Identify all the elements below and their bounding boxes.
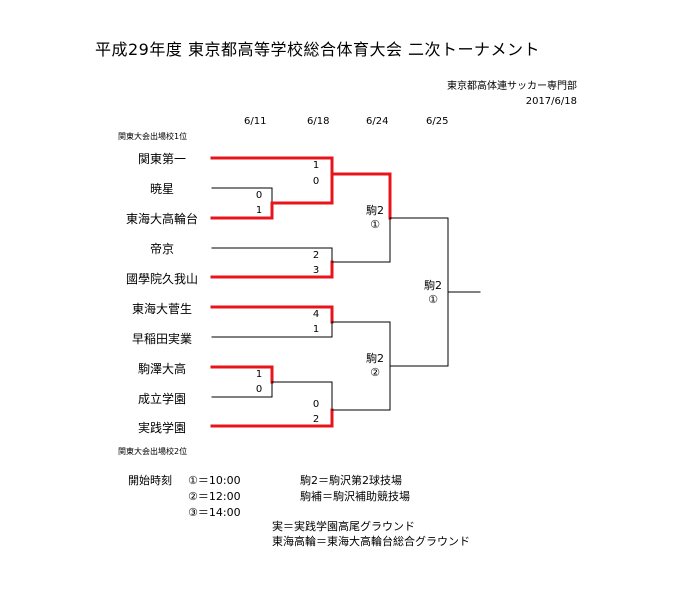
line-sf1-bottom (331, 217, 391, 263)
organizer-label: 東京都高体連サッカー専門部 (447, 81, 577, 92)
venue-slot: ① (428, 293, 438, 306)
team-name: 関東第一 (137, 152, 186, 166)
score: 1 (312, 324, 320, 335)
line-kokugakuin-kugayama (210, 260, 334, 279)
venue-semi-top: 駒2 ① (360, 204, 390, 232)
score: 1 (255, 205, 263, 216)
date-label: 2017/6/18 (525, 96, 577, 107)
line-kanto-daiichi (210, 156, 334, 176)
abbr-legend: 東海高輪＝東海大高輪台総合グラウンド (272, 535, 470, 548)
start-time: ③＝14:00 (188, 506, 241, 519)
line-sf1-top (330, 172, 392, 220)
score: 0 (255, 190, 263, 201)
score: 4 (312, 309, 320, 320)
score: 1 (255, 369, 263, 380)
kanto-label-bottom: 関東大会出場校2位 (118, 447, 188, 456)
team-name: 國學院久我山 (125, 272, 198, 286)
venue-name: 駒2 (366, 204, 384, 217)
abbr-legend: 実＝実践学園高尾グラウンド (272, 520, 415, 533)
kanto-label-top: 関東大会出場校1位 (118, 132, 188, 141)
line-sf2-top (331, 321, 391, 367)
score: 0 (255, 384, 263, 395)
line-gyosei (211, 187, 273, 204)
round-date-2: 6/18 (307, 116, 330, 127)
round-date-1: 6/11 (244, 116, 267, 127)
line-seiritsu (211, 381, 273, 398)
page-title: 平成29年度 東京都高等学校総合体育大会 二次トーナメント (95, 40, 541, 59)
venue-slot: ① (370, 218, 380, 231)
line-r1b-winner (271, 381, 333, 411)
score: 3 (312, 265, 320, 276)
venue-name: 駒2 (424, 279, 442, 292)
line-jissen (210, 408, 334, 428)
line-tokai-takanawadai (210, 172, 334, 220)
line-final-top (389, 217, 449, 293)
venue-final: 駒2 ① (418, 279, 448, 307)
venue-legend: 駒補＝駒沢補助競技場 (300, 490, 410, 503)
start-time: ②＝12:00 (188, 490, 241, 503)
venue-semi-bottom: 駒2 ② (360, 352, 390, 380)
team-name: 帝京 (149, 242, 174, 256)
team-name: 成立学園 (137, 392, 186, 406)
team-name: 東海大高輪台 (125, 212, 198, 226)
venue-legend: 駒2＝駒沢第2球技場 (300, 474, 402, 487)
line-final-bottom (389, 291, 449, 367)
team-name: 実践学園 (137, 421, 186, 435)
round-date-4: 6/25 (426, 116, 449, 127)
line-teikyo (211, 247, 333, 263)
line-waseda-jitsugyo (211, 321, 333, 338)
team-name: 暁星 (149, 182, 174, 196)
score: 2 (312, 250, 320, 261)
line-komazawa (210, 365, 274, 384)
team-name: 東海大菅生 (131, 302, 192, 316)
team-name: 早稲田実業 (131, 332, 192, 346)
line-tokai-sugao (210, 305, 334, 324)
venue-slot: ② (370, 366, 380, 379)
round-date-3: 6/24 (366, 116, 389, 127)
start-time-label: 開始時刻 (128, 474, 172, 487)
score: 1 (312, 160, 320, 171)
score: 2 (312, 414, 320, 425)
start-time: ①＝10:00 (188, 474, 241, 487)
score: 0 (312, 176, 320, 187)
team-name: 駒澤大高 (137, 362, 186, 376)
line-sf2-bottom (331, 365, 391, 411)
venue-name: 駒2 (366, 352, 384, 365)
score: 0 (312, 399, 320, 410)
